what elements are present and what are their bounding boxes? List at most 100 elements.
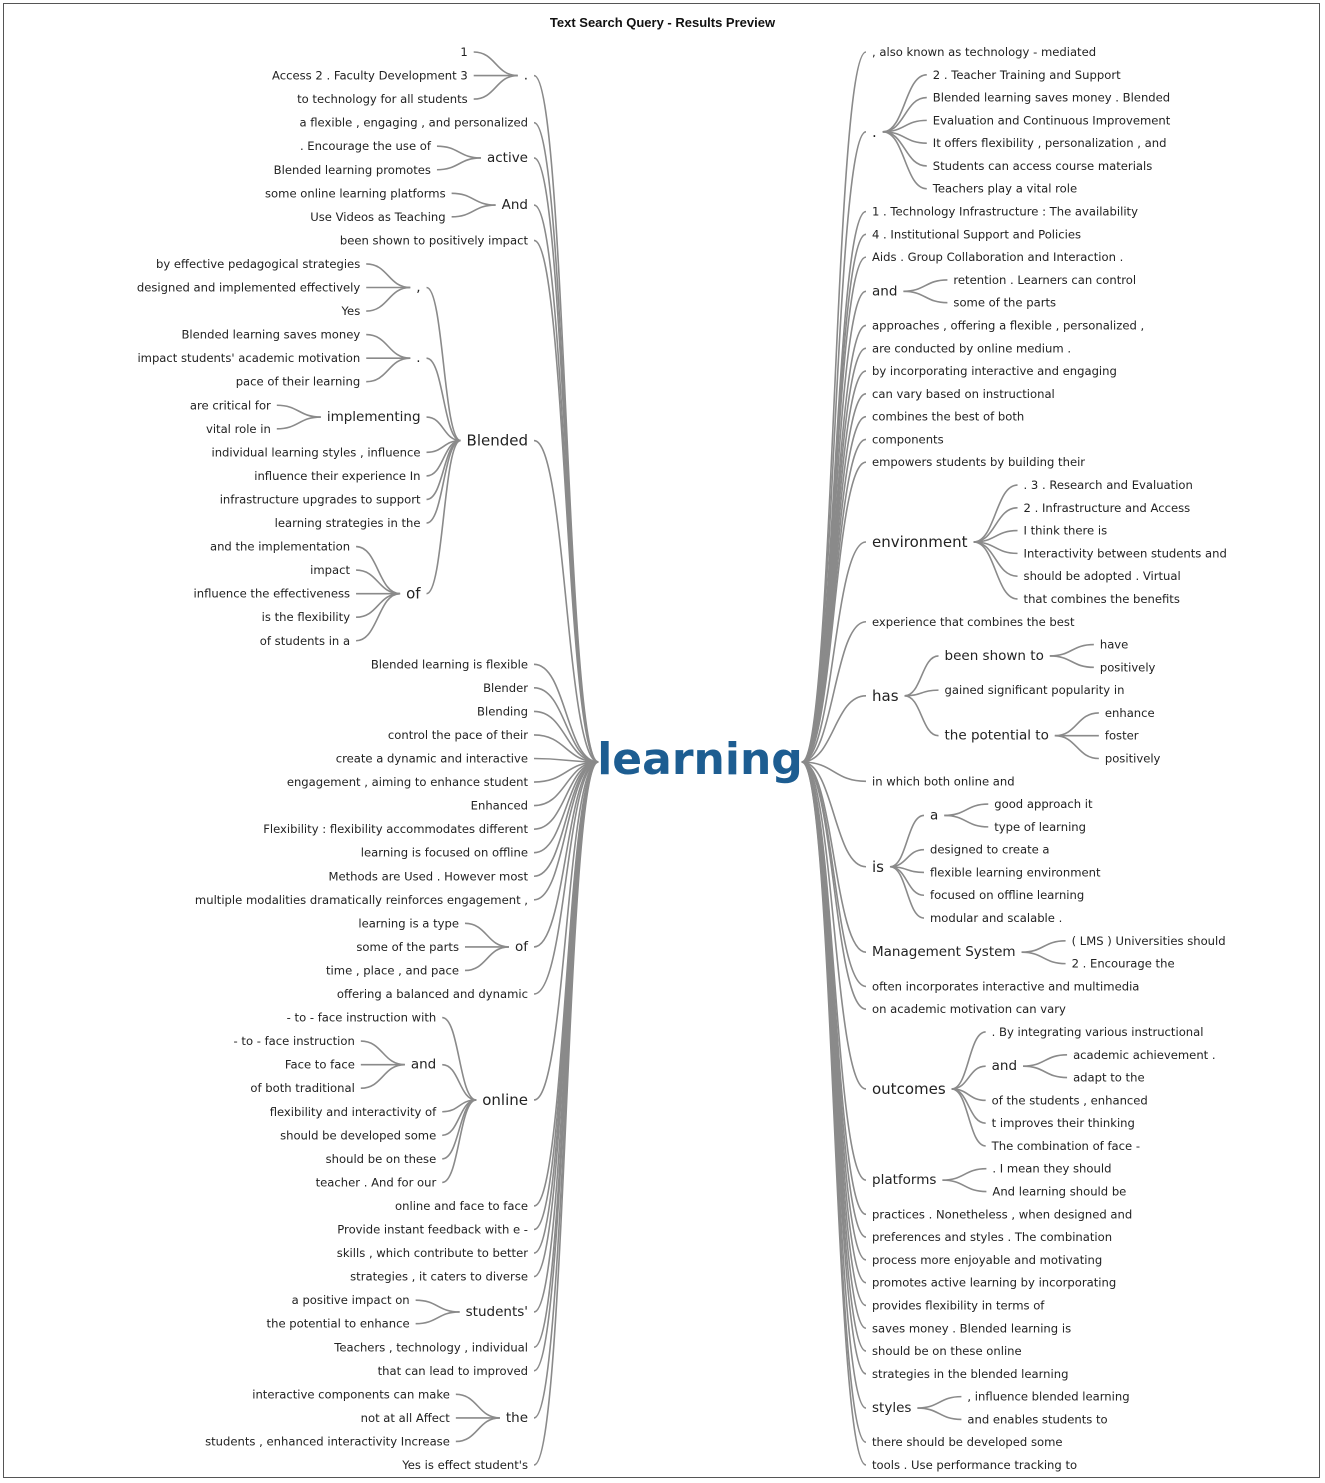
branch-line — [801, 461, 867, 763]
branch-line — [436, 145, 481, 159]
branch-line — [889, 814, 925, 868]
branch-line — [366, 357, 411, 383]
branch-line — [801, 130, 867, 763]
branch-node-is: is — [872, 857, 884, 875]
branch-line — [882, 73, 927, 133]
leaf-node-to-face-instruction-with: - to - face instruction with — [287, 1010, 437, 1024]
branch-line — [455, 1417, 500, 1443]
leaf-node-blended-learning-saves-money-blended: Blended learning saves money . Blended — [933, 90, 1170, 104]
leaf-node-teachers-technology-individual: Teachers , technology , individual — [333, 1340, 528, 1354]
leaf-node-teachers-play-a-vital-role: Teachers play a vital role — [932, 181, 1077, 195]
branch-line — [1021, 940, 1066, 954]
leaf-node-it-offers-flexibility-personalization-an: It offers flexibility , personalization … — [933, 136, 1167, 150]
leaf-node-blending: Blending — [477, 704, 528, 718]
branch-line — [533, 239, 599, 763]
leaf-node-aids-group-collaboration-and-interaction: Aids . Group Collaboration and Interacti… — [872, 250, 1123, 264]
leaf-node-in-which-both-online-and: in which both online and — [872, 774, 1015, 788]
branch-line — [533, 761, 599, 1466]
branch-line — [415, 1299, 460, 1313]
branch-node-punct: . — [872, 122, 877, 140]
branch-line — [533, 761, 599, 1313]
branch-line — [917, 1407, 962, 1421]
branch-line — [942, 1179, 987, 1193]
leaf-node-face-to-face: Face to face — [285, 1057, 355, 1071]
leaf-node-impact: impact — [310, 563, 350, 577]
branch-line — [533, 761, 599, 995]
branch-line — [942, 1167, 987, 1181]
branch-line — [441, 1099, 477, 1184]
leaf-node-vital-role-in: vital role in — [206, 421, 271, 435]
leaf-node-4-institutional-support-and-policies: 4 . Institutional Support and Policies — [872, 227, 1081, 241]
branch-line — [882, 130, 927, 190]
leaf-node-strategies-it-caters-to-diverse: strategies , it caters to diverse — [350, 1269, 528, 1283]
branch-line — [889, 865, 925, 919]
branch-line — [1023, 1065, 1068, 1079]
leaf-node-individual-learning-styles-influence: individual learning styles , influence — [211, 445, 420, 459]
branch-line — [533, 761, 599, 1278]
leaf-node-some-online-learning-platforms: some online learning platforms — [265, 186, 446, 200]
branch-node-management-system: Management System — [872, 944, 1016, 960]
leaf-node-and-learning-should-be: And learning should be — [992, 1184, 1126, 1198]
leaf-node-skills-which-contribute-to-better: skills , which contribute to better — [337, 1246, 528, 1260]
branch-line — [903, 290, 948, 304]
leaf-node-tools-use-performance-tracking-to: tools . Use performance tracking to — [872, 1458, 1077, 1472]
leaf-node-yes-is-effect-student-s: Yes is effect student's — [401, 1458, 528, 1472]
branch-line — [533, 687, 599, 763]
leaf-node-have: have — [1100, 637, 1128, 651]
branch-line — [1021, 951, 1066, 965]
branch-node-active: active — [487, 150, 528, 166]
leaf-node-focused-on-offline-learning: focused on offline learning — [930, 888, 1084, 902]
leaf-node-some-of-the-parts: some of the parts — [356, 939, 459, 953]
branch-line — [441, 1016, 477, 1101]
leaf-node-adapt-to-the: adapt to the — [1073, 1070, 1145, 1084]
leaf-node-the-combination-of-face: The combination of face - — [991, 1138, 1140, 1152]
leaf-node-positively: positively — [1100, 660, 1156, 674]
leaf-node-infrastructure-upgrades-to-support: infrastructure upgrades to support — [220, 492, 421, 506]
leaf-node-a-flexible-engaging-and-personalized: a flexible , engaging , and personalized — [299, 115, 528, 129]
branch-line — [355, 592, 401, 642]
branch-line — [426, 439, 461, 595]
branch-line — [366, 263, 411, 289]
leaf-node-modular-and-scalable: modular and scalable . — [930, 911, 1062, 925]
leaf-node-should-be-adopted-virtual: should be adopted . Virtual — [1024, 569, 1181, 583]
leaf-node-also-known-as-technology-mediated: , also known as technology - mediated — [872, 45, 1096, 59]
leaf-node-strategies-in-the-blended-learning: strategies in the blended learning — [872, 1366, 1068, 1380]
leaf-node-a-positive-impact-on: a positive impact on — [292, 1293, 410, 1307]
leaf-node-2-infrastructure-and-access: 2 . Infrastructure and Access — [1024, 500, 1191, 514]
branch-node-environment: environment — [872, 532, 968, 550]
branch-line — [366, 286, 411, 312]
branch-node-the-potential-to: the potential to — [945, 728, 1049, 744]
leaf-node-provide-instant-feedback-with-e: Provide instant feedback with e - — [337, 1222, 528, 1236]
branch-line — [451, 192, 496, 206]
branch-node-styles: styles — [872, 1400, 911, 1416]
leaf-node-encourage-the-use-of: . Encourage the use of — [300, 139, 432, 153]
leaf-node-yes: Yes — [341, 304, 361, 318]
branch-line — [442, 1099, 477, 1160]
leaf-node-blended-learning-promotes: Blended learning promotes — [274, 162, 431, 176]
leaf-node-interactivity-between-students-and: Interactivity between students and — [1024, 546, 1227, 560]
leaf-node-by-incorporating-interactive-and-engagin: by incorporating interactive and engagin… — [872, 364, 1117, 378]
leaf-node-gained-significant-popularity-in: gained significant popularity in — [945, 683, 1125, 697]
branch-line — [903, 279, 948, 293]
branch-node-and: and — [872, 283, 897, 299]
branch-line — [944, 814, 989, 828]
branch-line — [473, 74, 518, 100]
branch-line — [944, 803, 989, 817]
leaf-node-type-of-learning: type of learning — [994, 819, 1086, 833]
leaf-node-are-critical-for: are critical for — [190, 398, 271, 412]
branch-line — [366, 333, 411, 359]
branch-node-punct: . — [524, 68, 528, 84]
leaf-node-of-both-traditional: of both traditional — [250, 1081, 354, 1095]
leaf-node-blended-learning-saves-money: Blended learning saves money — [181, 327, 360, 341]
leaf-node-that-combines-the-benefits: that combines the benefits — [1024, 591, 1180, 605]
leaf-node-and-enables-students-to: and enables students to — [967, 1412, 1107, 1426]
branch-line — [904, 655, 939, 697]
branch-line — [451, 204, 496, 218]
diagram-frame — [3, 3, 1320, 1478]
leaf-node-i-think-there-is: I think there is — [1024, 523, 1108, 537]
leaf-node-been-shown-to-positively-impact: been shown to positively impact — [340, 233, 529, 247]
leaf-node-blended-learning-is-flexible: Blended learning is flexible — [371, 657, 528, 671]
leaf-node-control-the-pace-of-their: control the pace of their — [388, 727, 528, 741]
branch-line — [426, 439, 461, 501]
branch-node-blended: Blended — [467, 431, 528, 449]
